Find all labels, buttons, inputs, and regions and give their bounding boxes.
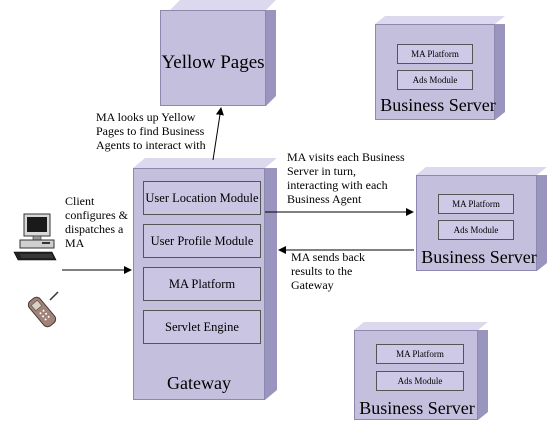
- yellow-pages-box: Yellow Pages: [160, 10, 276, 106]
- business-server-3-ma-platform: MA Platform: [376, 344, 464, 364]
- business-server-1-title: Business Server: [380, 95, 496, 115]
- business-server-2-ma-platform: MA Platform: [438, 194, 514, 214]
- gateway-module-user-location: User Location Module: [143, 181, 261, 215]
- arrow-gateway-to-yellow-pages: [212, 107, 224, 161]
- business-server-2-ads-module: Ads Module: [438, 220, 514, 240]
- note-visits: MA visits each Business Server in turn, …: [287, 150, 405, 206]
- note-yellow-pages-lookup: MA looks up Yellow Pages to find Busines…: [96, 110, 206, 152]
- gateway-module-user-profile: User Profile Module: [143, 224, 261, 258]
- desktop-computer-icon: [13, 213, 57, 261]
- gateway-module-ma-platform: MA Platform: [143, 267, 261, 301]
- yellow-pages-title: Yellow Pages: [161, 52, 265, 73]
- mobile-phone-icon: [27, 291, 59, 328]
- gateway-module-servlet-engine: Servlet Engine: [143, 310, 261, 344]
- note-sends-back: MA sends back results to the Gateway: [291, 250, 365, 292]
- business-server-1-ads-module: Ads Module: [397, 70, 473, 90]
- business-server-3-ads-module: Ads Module: [376, 371, 464, 391]
- business-server-1-ma-platform: MA Platform: [397, 44, 473, 64]
- business-server-3: MA Platform Ads Module Business Server: [354, 330, 488, 420]
- business-server-2-title: Business Server: [421, 247, 537, 267]
- business-server-3-title: Business Server: [359, 398, 475, 418]
- business-server-2: MA Platform Ads Module Business Server: [416, 175, 547, 271]
- gateway-title: Gateway: [167, 373, 231, 393]
- business-server-1: MA Platform Ads Module Business Server: [375, 24, 505, 120]
- gateway-box: User Location Module User Profile Module…: [133, 168, 277, 400]
- note-client: Client configures & dispatches a MA: [65, 194, 128, 250]
